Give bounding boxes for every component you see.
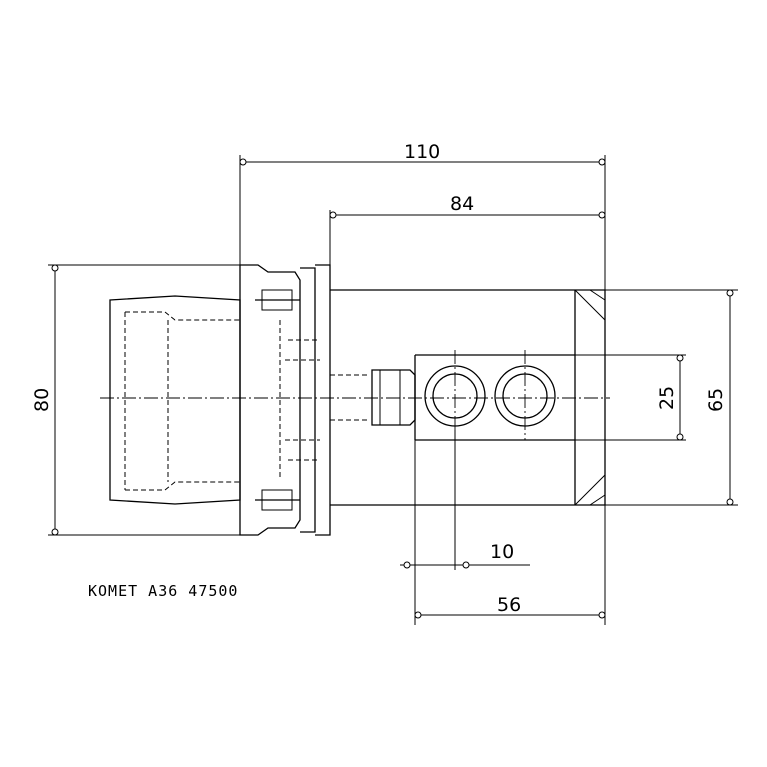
dim-label-84: 84 — [450, 193, 474, 215]
dim-label-56: 56 — [497, 594, 521, 616]
dim-label-80: 80 — [31, 388, 53, 412]
main-body — [330, 289, 606, 506]
dim-label-10: 10 — [490, 541, 514, 563]
part-label: KOMET A36 47500 — [88, 582, 238, 600]
dimension-84: 84 — [329, 193, 606, 265]
dimension-80: 80 — [31, 264, 240, 536]
dim-label-110: 110 — [404, 141, 440, 163]
dim-label-65: 65 — [705, 388, 727, 412]
shank-outline — [109, 295, 241, 505]
dimension-110: 110 — [239, 141, 606, 290]
connector-screw — [371, 369, 416, 426]
dimension-25: 25 — [575, 354, 686, 441]
dimension-10: 10 — [400, 430, 530, 625]
center-lines — [100, 350, 610, 440]
flange-collar — [239, 264, 331, 536]
dimension-56: 56 — [414, 505, 606, 625]
dimension-65: 65 — [605, 289, 738, 506]
dim-label-25: 25 — [656, 386, 678, 410]
